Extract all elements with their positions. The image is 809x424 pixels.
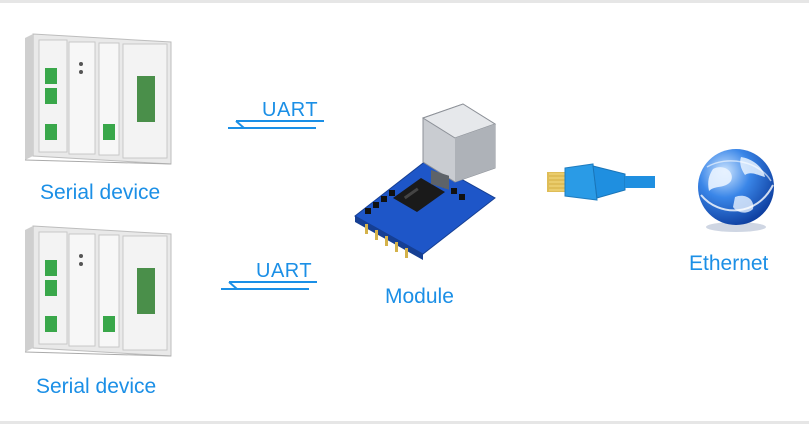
uart-bidirectional-arrow-2 xyxy=(221,281,317,290)
ethernet-label: Ethernet xyxy=(689,252,769,275)
module-label: Module xyxy=(385,285,454,308)
serial-device-2-label: Serial device xyxy=(36,375,157,398)
ethernet-cable-image xyxy=(547,163,655,201)
bottom-divider xyxy=(0,421,809,424)
serial-device-1-label: Serial device xyxy=(40,181,161,204)
module-board-image xyxy=(354,103,497,260)
serial-device-2-image xyxy=(24,225,172,357)
uart-label-1: UART xyxy=(262,99,319,121)
globe-icon xyxy=(698,149,774,232)
top-divider xyxy=(0,0,809,3)
serial-device-1-image xyxy=(24,33,172,165)
uart-label-2: UART xyxy=(256,260,313,282)
uart-bidirectional-arrow-1 xyxy=(228,120,324,129)
